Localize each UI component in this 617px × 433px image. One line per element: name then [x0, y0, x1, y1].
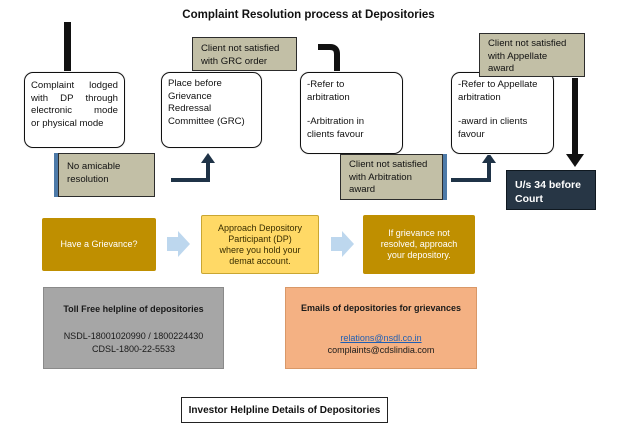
- down-arrow-court-head: [566, 154, 584, 167]
- note-text-line: No amicable: [67, 161, 121, 172]
- diagram-title: Complaint Resolution process at Deposito…: [182, 9, 435, 21]
- court-text-line: U/s 34 before: [515, 179, 581, 191]
- note-not-satisfied-arbitration: Client not satisfied with Arbitration aw…: [340, 154, 443, 200]
- step-text-line: Place before: [168, 78, 222, 89]
- step-text-line: -Refer to: [307, 79, 345, 90]
- flow-text-line: resolved, approach: [380, 239, 458, 249]
- flow-text-line: where you hold your: [219, 244, 301, 255]
- flow-text-line: Have a Grievance?: [60, 239, 138, 249]
- emails-heading: Emails of depositories for grievances: [300, 303, 462, 313]
- step-text-line: -Arbitration in: [307, 116, 365, 128]
- step-text-line: -award in clients: [458, 116, 528, 128]
- step-arbitration: -Refer to arbitration -Arbitration in cl…: [300, 72, 403, 154]
- flow-text-line: Approach Depository: [217, 222, 303, 233]
- flow-have-grievance: Have a Grievance?: [42, 218, 156, 271]
- step-text-line: Committee (GRC): [168, 115, 245, 127]
- flow-text-line: If grievance not: [388, 228, 450, 238]
- note-no-amicable-resolution: No amicable resolution: [58, 153, 155, 197]
- step-text-line: -Refer to Appellate: [458, 79, 538, 90]
- note-not-satisfied-grc: Client not satisfied with GRC order: [192, 37, 297, 71]
- flow-approach-depository: If grievance not resolved, approach your…: [363, 215, 475, 274]
- note-text-line: Client not satisfied: [201, 43, 280, 54]
- note-text-line: Client not satisfied: [488, 38, 567, 49]
- footer-label: Investor Helpline Details of Depositorie…: [181, 397, 388, 423]
- flow-text-line: demat account.: [229, 255, 291, 266]
- court-text-line: Court: [515, 193, 543, 205]
- step-text-line: arbitration: [307, 91, 350, 103]
- chevron-arrow-1: [167, 231, 190, 257]
- elbow-arrow-appellate-head: [482, 153, 496, 163]
- note-text-line: with GRC order: [201, 55, 268, 67]
- hook-arrow-arbitration: [318, 44, 340, 72]
- step-text-line: favour: [458, 128, 485, 140]
- chevron-arrow-2: [331, 231, 354, 257]
- note-text-line: Client not satisfied: [349, 159, 428, 170]
- step-spacer: [458, 104, 547, 116]
- note-text-line: with Arbitration: [349, 171, 412, 183]
- email-cdsl: complaints@cdslindia.com: [327, 345, 435, 355]
- helpline-cdsl: CDSL-1800-22-5533: [91, 344, 176, 354]
- step-text-line: Complaint lodged: [31, 80, 118, 91]
- elbow-arrow-grc-head: [201, 153, 215, 163]
- step-text-line: with DP through: [31, 92, 118, 104]
- court-box: U/s 34 before Court: [506, 170, 596, 210]
- email-link-nsdl[interactable]: relations@nsdl.co.in: [340, 333, 422, 343]
- down-arrow-lodged: [64, 22, 71, 84]
- step-spacer: [307, 104, 396, 116]
- down-arrow-court: [572, 78, 578, 156]
- step-appellate-arbitration: -Refer to Appellate arbitration -award i…: [451, 72, 554, 154]
- step-text-line: Grievance: [168, 90, 212, 102]
- flow-text-line: Participant (DP): [228, 233, 292, 244]
- step-text-line: or physical mode: [31, 117, 104, 129]
- step-text-line: Redressal: [168, 103, 212, 115]
- helpline-heading: Toll Free helpline of depositories: [63, 304, 204, 314]
- flow-approach-dp: Approach Depository Participant (DP) whe…: [201, 215, 319, 274]
- note-text-line: award: [488, 63, 515, 75]
- step-grievance-committee: Place before Grievance Redressal Committ…: [161, 72, 262, 148]
- flow-text-line: your depository.: [387, 250, 451, 260]
- step-text-line: electronic mode: [31, 105, 118, 117]
- note-text-line: with Appellate: [488, 50, 548, 62]
- elbow-arrow-grc: [171, 162, 210, 182]
- helpline-nsdl: NSDL-18001020990 / 1800224430: [63, 331, 204, 341]
- elbow-arrow-appellate: [451, 162, 491, 182]
- note-not-satisfied-appellate: Client not satisfied with Appellate awar…: [479, 33, 585, 77]
- note-text-line: award: [349, 184, 376, 196]
- step-text-line: arbitration: [458, 91, 501, 103]
- emails-panel: Emails of depositories for grievances re…: [285, 287, 477, 369]
- helpline-panel: Toll Free helpline of depositories NSDL-…: [43, 287, 224, 369]
- step-complaint-lodged: Complaint lodged with DP through electro…: [24, 72, 125, 148]
- note-text-line: resolution: [67, 173, 109, 185]
- step-text-line: clients favour: [307, 128, 364, 140]
